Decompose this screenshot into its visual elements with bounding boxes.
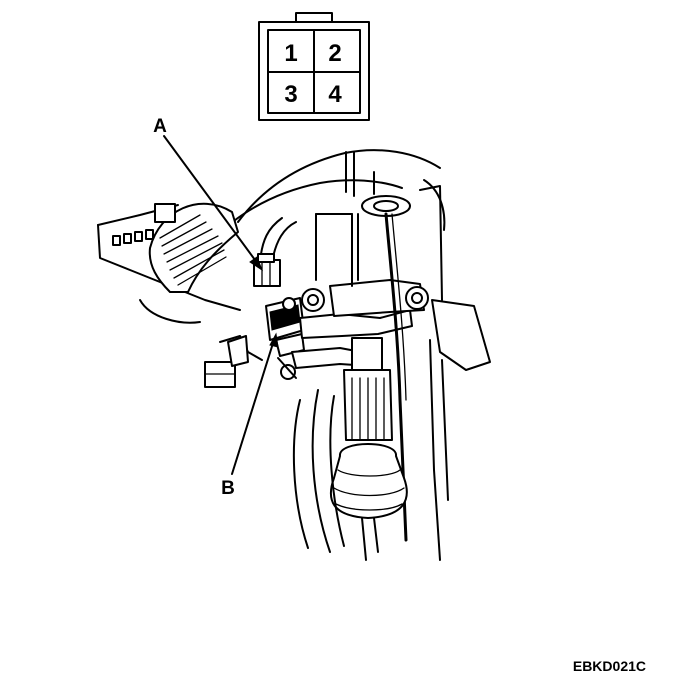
pin-3-label: 3	[284, 81, 297, 108]
left-housing-outline	[97, 224, 241, 311]
lower-left-contour-2	[311, 389, 331, 553]
corrugated-hose	[148, 202, 239, 293]
callout-b: B	[221, 332, 279, 499]
right-panel	[419, 179, 491, 561]
callout-a: A	[153, 116, 264, 272]
connector-face-view: 1 2 3 4	[258, 12, 370, 121]
sensor-b-body	[265, 297, 305, 380]
center-shaft	[343, 337, 393, 441]
callout-b-label: B	[221, 478, 235, 499]
rubber-boot	[329, 443, 408, 519]
lower-left-contour-1	[292, 399, 309, 549]
left-bracket-block	[204, 335, 249, 388]
engine-compartment-drawing	[97, 149, 491, 561]
left-lower-contour	[139, 299, 201, 324]
vent-slots	[112, 229, 154, 246]
pin-1-label: 1	[284, 40, 297, 67]
lower-shaft-line-2	[373, 517, 379, 553]
upper-frame-inner-contour	[211, 179, 403, 241]
lower-left-contour-3	[329, 395, 345, 547]
lower-shaft-line	[361, 517, 367, 561]
callout-a-leader	[163, 135, 259, 265]
control-cable-inner	[391, 213, 407, 401]
callout-b-arrowhead	[269, 332, 279, 348]
figure-code: EBKD021C	[573, 658, 646, 674]
cable-grommet	[345, 151, 411, 217]
callout-b-leader	[231, 339, 275, 475]
callout-a-label: A	[153, 116, 167, 137]
harness-wire-2	[271, 221, 297, 263]
upper-frame-contour	[237, 149, 441, 223]
pin-4-label: 4	[328, 81, 342, 108]
main-housing	[301, 213, 429, 317]
pin-2-label: 2	[328, 40, 341, 67]
callout-a-arrowhead	[249, 256, 264, 272]
